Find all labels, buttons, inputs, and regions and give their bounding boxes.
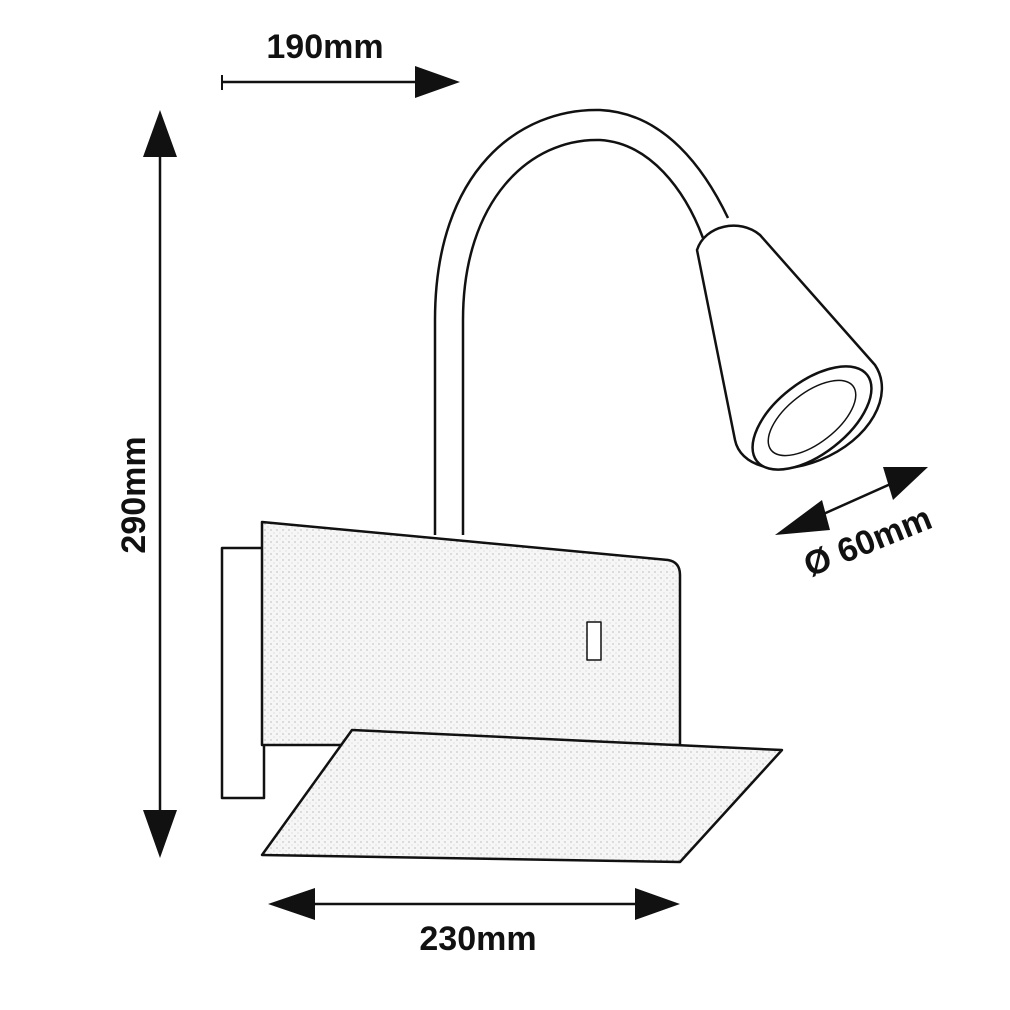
shelf (260, 728, 784, 864)
height-label: 290mm (115, 436, 153, 553)
gooseneck-inner (461, 138, 705, 535)
depth-label: 190mm (266, 28, 383, 66)
height-dimension-arrow (143, 110, 177, 858)
depth-dimension-arrow (221, 66, 460, 98)
lamp-illustration (220, 108, 884, 864)
wall-mount-block (220, 546, 266, 800)
diameter-dimension-arrow (775, 467, 928, 535)
usb-port-icon (586, 621, 602, 661)
width-dimension-arrow (268, 888, 680, 920)
lamp-bulb (767, 379, 857, 457)
gooseneck-outer (433, 108, 730, 535)
back-plate (260, 520, 682, 747)
width-label: 230mm (419, 920, 536, 958)
